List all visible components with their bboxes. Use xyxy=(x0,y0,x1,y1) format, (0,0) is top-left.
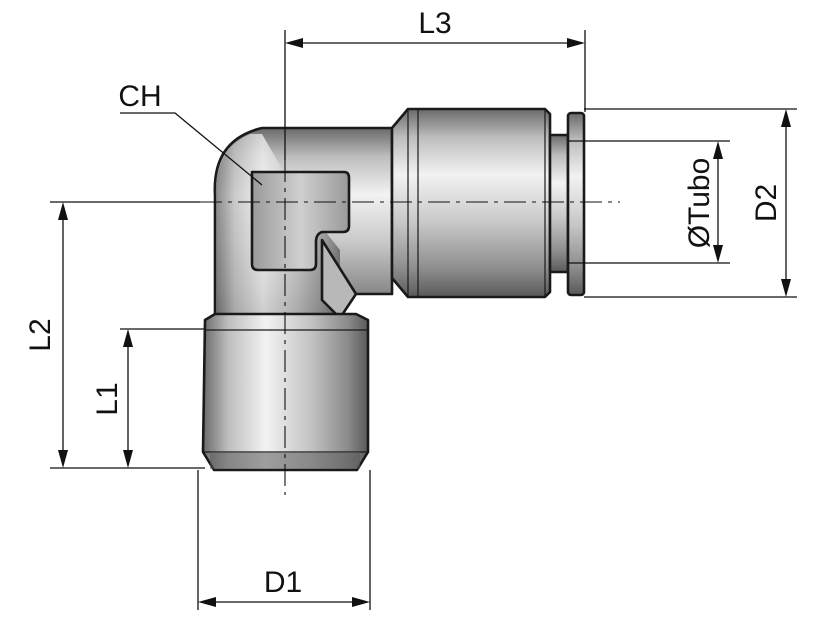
collet xyxy=(548,133,570,274)
fitting-body xyxy=(201,107,586,472)
label-tube-diameter: ØTubo xyxy=(683,158,716,249)
hex-flat xyxy=(250,170,351,272)
label-d1: D1 xyxy=(264,566,302,599)
label-l1: L1 xyxy=(91,382,124,415)
label-ch: CH xyxy=(118,80,161,113)
label-d2: D2 xyxy=(750,184,783,222)
label-l2: L2 xyxy=(24,318,57,351)
center-lines xyxy=(200,160,620,495)
label-l3: L3 xyxy=(418,7,451,40)
release-ring xyxy=(566,111,586,297)
dimensions xyxy=(50,30,797,610)
push-in-body xyxy=(390,107,552,299)
